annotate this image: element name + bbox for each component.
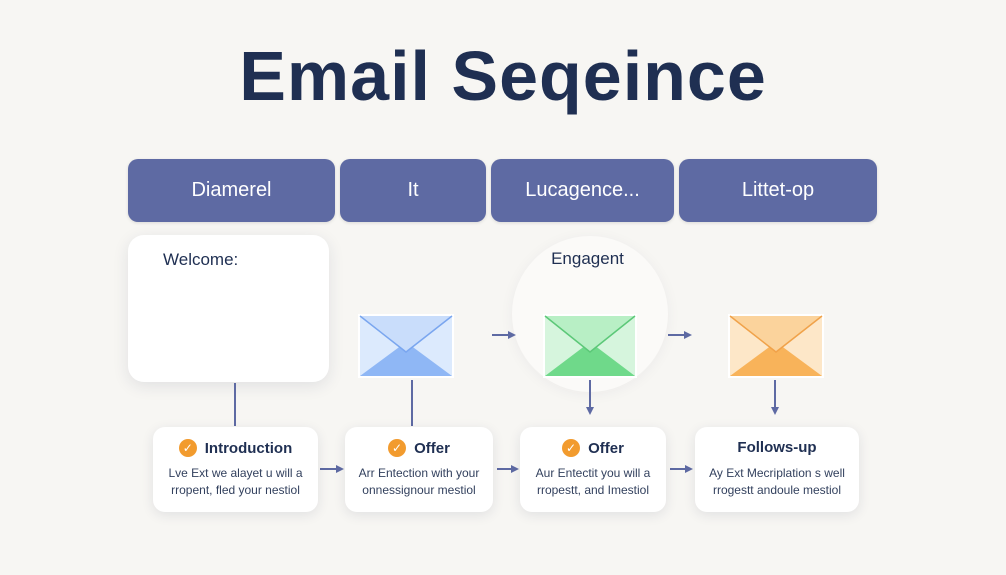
- check-icon: ✓: [178, 439, 197, 457]
- step-title: Offer: [414, 439, 450, 457]
- check-icon: ✓: [562, 439, 581, 457]
- step-text-line-1: Aur Entectit you will a: [535, 466, 651, 480]
- step-text-line-1: Ay Ext Mecriplation s well: [709, 466, 845, 480]
- step-card-follow-up: Follows-up Ay Ext Mecriplation s well rr…: [695, 427, 859, 512]
- check-icon: ✓: [388, 439, 407, 457]
- step-title: Follows-up: [737, 439, 817, 456]
- green-envelope-icon: [543, 314, 637, 378]
- stage-tab-3: Lucagence...: [491, 159, 674, 222]
- stage-tab-2: It: [340, 159, 486, 222]
- step-text-line-1: Arr Entection with your: [358, 466, 480, 480]
- step-text-line-1: Lve Ext we alayet u will a: [168, 466, 303, 480]
- step-text-line-2: rropestt, and Imestiol: [536, 483, 650, 497]
- step-card-offer-1: ✓ Offer Arr Entection with your onnessig…: [345, 427, 493, 512]
- engagement-label: Engagent: [551, 249, 624, 268]
- welcome-card: Welcome:: [128, 235, 329, 382]
- step-text-line-2: rrogestt andoule mestiol: [712, 483, 842, 497]
- diagram-title: Email Seqeince: [239, 37, 767, 115]
- welcome-label: Welcome:: [163, 250, 239, 269]
- step-card-introduction: ✓ Introduction Lve Ext we alayet u will …: [153, 427, 318, 512]
- step-text-line-2: rropent, fled your nestiol: [171, 483, 300, 497]
- step-card-offer-2: ✓ Offer Aur Entectit you will a rropestt…: [520, 427, 666, 512]
- stage-tab-4: Littet-op: [679, 159, 877, 222]
- stage-tab-1: Diamerel: [128, 159, 335, 222]
- blue-envelope-icon: [358, 314, 454, 378]
- orange-envelope-icon: [728, 314, 824, 378]
- step-title: Offer: [588, 439, 624, 457]
- step-text-line-2: onnessignour mestiol: [362, 483, 476, 497]
- step-title: Introduction: [204, 439, 293, 457]
